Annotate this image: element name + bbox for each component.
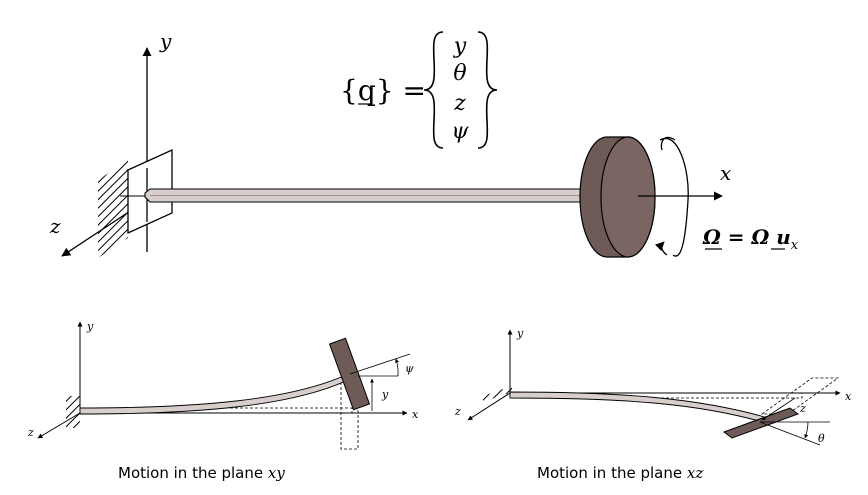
xz-angle-label: θ [818, 432, 825, 445]
main-z-label: z [49, 214, 61, 238]
xz-view: y z x z θ Motion in the plane xz [454, 327, 852, 482]
xy-y-label: y [86, 320, 94, 333]
xy-disp-label: y [381, 388, 389, 401]
omega-label: Ω = Ω ux [702, 225, 799, 253]
main-x-label: x [720, 161, 731, 185]
xy-angle-label: ψ [405, 362, 414, 375]
state-vector: {q} = y θ z ψ [340, 31, 498, 149]
main-view: y z x Ω = Ω ux {q} = [49, 29, 799, 258]
xy-x-label: x [412, 408, 419, 421]
disk [579, 136, 656, 258]
xz-deformed-shaft [509, 391, 769, 424]
main-y-label: y [159, 29, 172, 53]
xz-disp-label: z [799, 402, 806, 415]
xy-view: y z x y ψ Motion in the plane xy [27, 320, 419, 482]
xz-y-label: y [516, 327, 524, 340]
xy-disk [328, 337, 371, 411]
xz-wall [483, 386, 512, 402]
rotation-arrow [659, 137, 689, 257]
q-component-theta: θ [453, 61, 466, 86]
xy-z-label: z [27, 426, 34, 439]
q-lhs: {q} = [340, 74, 426, 107]
xy-wall [66, 396, 80, 428]
wall-hatching [98, 160, 128, 258]
xz-z-label: z [454, 405, 461, 418]
xz-caption: Motion in the plane xz [537, 464, 703, 482]
xz-x-label: x [845, 390, 852, 403]
q-component-y: y [453, 34, 467, 59]
xy-caption: Motion in the plane xy [118, 464, 285, 482]
xz-z-axis [467, 392, 511, 421]
q-component-z: z [453, 91, 466, 116]
q-component-psi: ψ [451, 119, 469, 144]
